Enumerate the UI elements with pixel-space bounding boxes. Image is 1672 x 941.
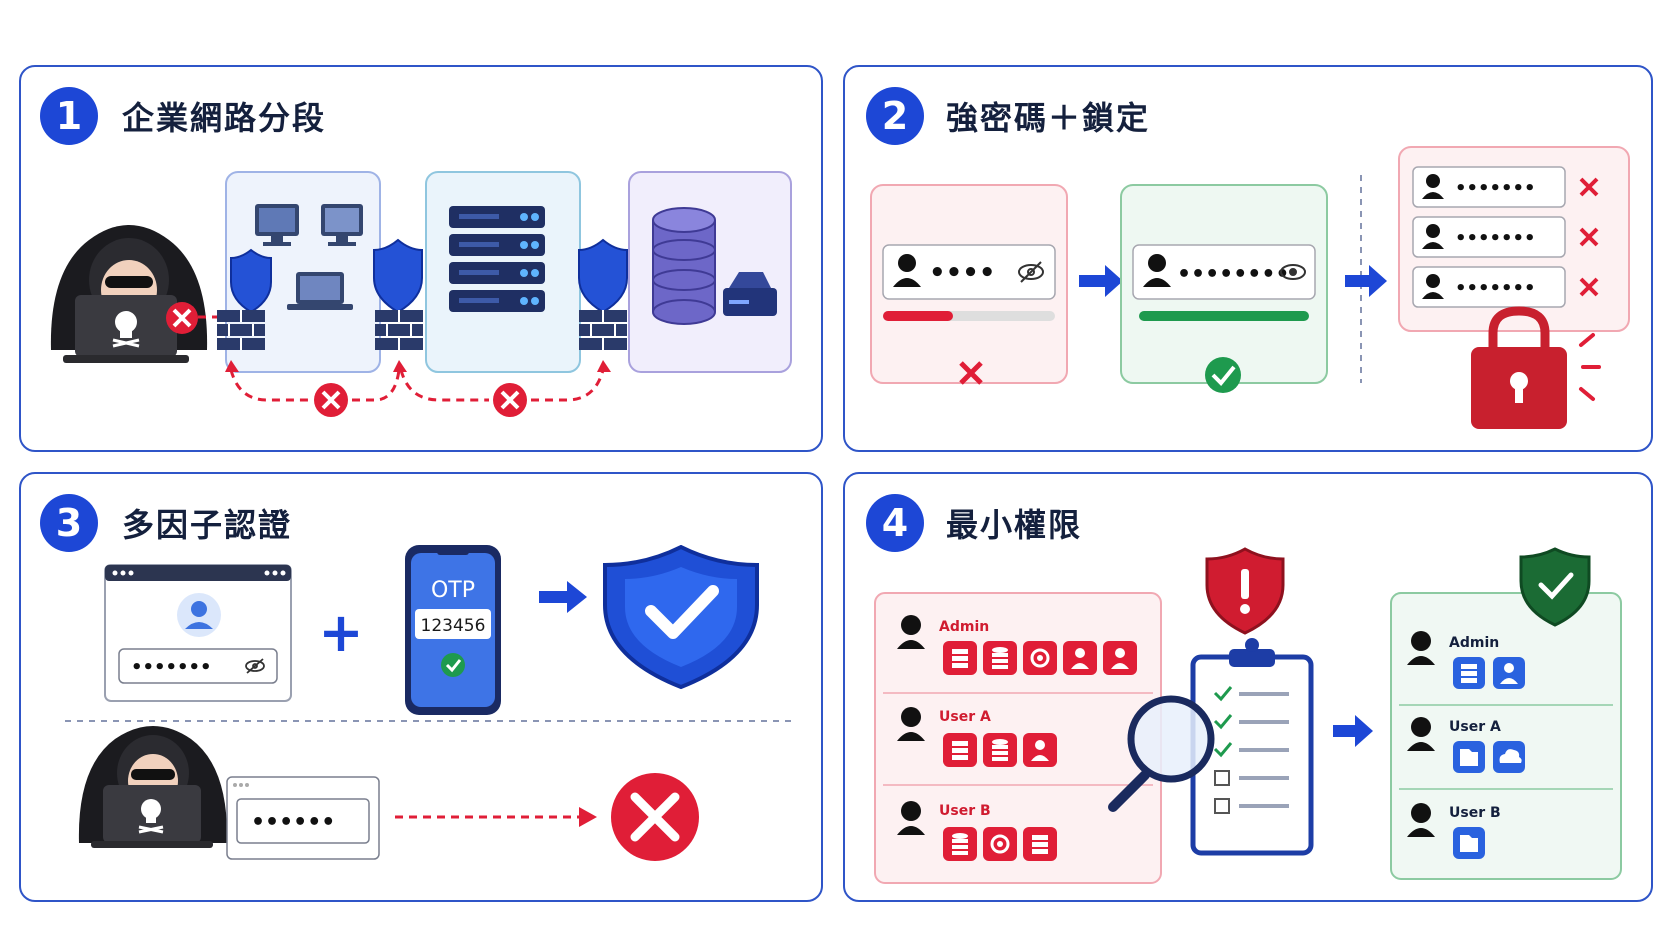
laptop-icon: [287, 272, 353, 310]
before-admin-permissions: [943, 641, 1137, 675]
failed-attempt-field-1: [1412, 166, 1566, 208]
database-permission-icon: [943, 827, 977, 861]
weak-strength-bar-fill: [883, 311, 953, 321]
user-icon: [893, 254, 921, 287]
desktop-computer-icon: [321, 204, 363, 246]
magnifier-icon: [1108, 695, 1215, 812]
least-privilege-diagram: Admin User A User B: [874, 547, 1622, 884]
desktop-computer-icon: [255, 204, 299, 246]
after-user-a-label: User A: [1449, 719, 1501, 735]
database-permission-icon: [983, 733, 1017, 767]
denied-x-icon: [611, 773, 699, 861]
mfa-diagram: ••••••• + OTP 123456 ••••••: [65, 545, 797, 861]
user-icon: [1422, 274, 1444, 299]
otp-code: 123456: [421, 616, 486, 636]
panel-1-number: 1: [40, 87, 98, 145]
failed-attempt-mask-3: •••••••: [1455, 278, 1536, 299]
panel-4-number: 4: [866, 494, 924, 552]
padlock-locked-icon: [1471, 306, 1567, 429]
accepted-check-icon: [1205, 357, 1241, 393]
rejected-x-icon: [959, 361, 983, 385]
failed-x-icon: [1579, 227, 1599, 247]
database-icon: [652, 207, 716, 325]
failed-attempt-field-3: [1412, 266, 1566, 308]
blocked-x-icon: [314, 383, 348, 417]
login-password-mask: •••••••: [131, 657, 212, 678]
failed-x-icon: [1579, 177, 1599, 197]
login-password-field: [118, 648, 278, 684]
network-segmentation-diagram: [50, 171, 792, 417]
failed-attempt-field-2: [1412, 216, 1566, 258]
panel-3-title: 多因子認證: [122, 506, 293, 544]
security-shield-check-icon: [603, 545, 759, 690]
user-icon: [1422, 174, 1444, 199]
failed-attempt-mask-1: •••••••: [1455, 178, 1536, 199]
failed-x-icon: [1579, 277, 1599, 297]
arrow-right-icon: [539, 581, 587, 613]
panel-2-title: 強密碼＋鎖定: [946, 99, 1151, 137]
after-user-admin-label: Admin: [1449, 635, 1499, 651]
warning-shield-icon: [1205, 547, 1285, 635]
panel-4-title: 最小權限: [946, 506, 1083, 544]
eye-icon: [1280, 264, 1306, 280]
arrow-right-icon: [1333, 715, 1373, 747]
firewall-shield-3-icon: [578, 238, 628, 350]
before-user-b-permissions: [943, 827, 1057, 861]
attacker-password-mask: ••••••: [251, 810, 335, 835]
user-icon: [897, 801, 925, 835]
before-user-admin-label: Admin: [939, 619, 989, 635]
user-icon: [897, 707, 925, 741]
alert-lines-icon: [1579, 333, 1601, 401]
before-user-b-label: User B: [939, 803, 991, 819]
least-privilege-card: [1390, 592, 1622, 880]
weak-password-mask: ••••: [929, 258, 995, 288]
eye-hidden-icon: [1018, 261, 1044, 283]
hacker-icon: [50, 225, 208, 363]
user-icon: [1407, 803, 1435, 837]
user-icon: [1407, 717, 1435, 751]
database-permission-icon: [983, 641, 1017, 675]
panel-3-number: 3: [40, 494, 98, 552]
before-user-a-label: User A: [939, 709, 991, 725]
user-icon: [1143, 254, 1171, 287]
failed-attempt-mask-2: •••••••: [1455, 228, 1536, 249]
server-rack-icon: [449, 206, 545, 312]
user-icon: [1422, 224, 1444, 249]
panel-1-title: 企業網路分段: [122, 99, 327, 137]
hacker-icon: [78, 726, 228, 848]
firewall-shield-1-icon: [217, 248, 272, 350]
user-icon: [1407, 631, 1435, 665]
password-lockout-diagram: •••• •••••••• ••••••• ••••••• •••••••: [870, 146, 1630, 429]
strong-password-mask: ••••••••: [1177, 262, 1290, 287]
blocked-x-icon: [493, 383, 527, 417]
strong-strength-bar: [1139, 311, 1309, 321]
firewall-shield-2-icon: [373, 238, 423, 350]
panel-2-number: 2: [866, 87, 924, 145]
user-icon: [897, 615, 925, 649]
before-user-a-permissions: [943, 733, 1057, 767]
plus-sign: +: [318, 601, 363, 664]
user-avatar-icon: [177, 593, 221, 637]
otp-label: OTP: [431, 578, 475, 603]
storage-device-icon: [723, 272, 777, 316]
eye-hidden-icon: [245, 658, 265, 674]
strong-password-field: [1132, 244, 1316, 300]
verified-shield-icon: [1519, 547, 1591, 627]
otp-code-box: [415, 609, 491, 639]
after-user-b-label: User B: [1449, 805, 1501, 821]
weak-password-field: [882, 244, 1056, 300]
attacker-password-field: [236, 798, 370, 844]
arrow-right-icon: [1345, 265, 1387, 297]
arrow-right-icon: [1079, 265, 1123, 297]
otp-verified-check-icon: [441, 653, 465, 677]
